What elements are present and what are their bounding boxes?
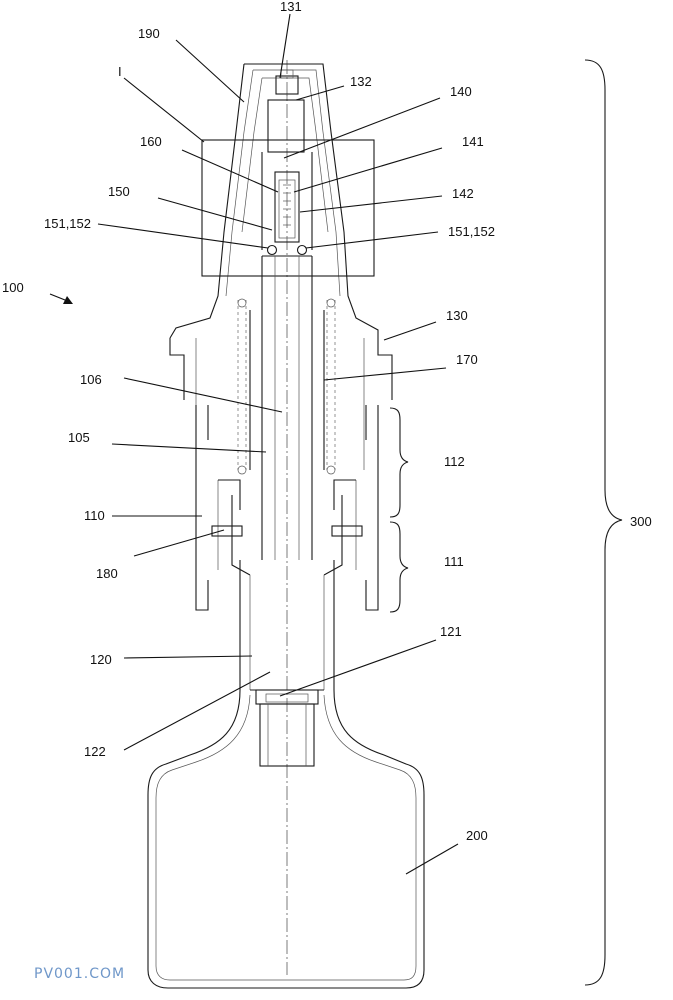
- label-106: 106: [80, 372, 102, 387]
- label-122: 122: [84, 744, 106, 759]
- label-I: I: [118, 64, 122, 79]
- label-111: 111: [444, 554, 464, 569]
- spring-170: [237, 298, 336, 475]
- detail-box-I: [201, 139, 375, 277]
- brace-112: [389, 407, 409, 518]
- watermark: PV001.COM: [34, 966, 125, 982]
- bottle-200: [147, 689, 425, 989]
- label-131: 131: [280, 0, 302, 14]
- label-151-152-left: 151,152: [44, 216, 91, 231]
- label-141: 141: [462, 134, 484, 149]
- label-300: 300: [630, 514, 652, 529]
- cap-outline: [169, 63, 379, 339]
- label-130: 130: [446, 308, 468, 323]
- label-200: 200: [466, 828, 488, 843]
- label-120: 120: [90, 652, 112, 667]
- valve-assembly: [261, 99, 313, 257]
- label-160: 160: [140, 134, 162, 149]
- collar-130: [169, 310, 393, 470]
- body-110: [195, 405, 379, 611]
- brace-111: [389, 521, 409, 613]
- label-150: 150: [108, 184, 130, 199]
- leader-lines: [97, 13, 459, 875]
- label-140: 140: [450, 84, 472, 99]
- label-132: 132: [350, 74, 372, 89]
- label-110: 110: [84, 508, 105, 523]
- label-112: 112: [444, 454, 465, 469]
- brace-300: [584, 59, 623, 986]
- seal-180: [211, 525, 363, 537]
- arrow-100: [49, 293, 73, 304]
- label-190: 190: [138, 26, 160, 41]
- label-151-152-right: 151,152: [448, 224, 495, 239]
- label-170: 170: [456, 352, 478, 367]
- label-105: 105: [68, 430, 90, 445]
- label-100: 100: [2, 280, 24, 295]
- label-121: 121: [440, 624, 462, 639]
- label-180: 180: [96, 566, 118, 581]
- label-142: 142: [452, 186, 474, 201]
